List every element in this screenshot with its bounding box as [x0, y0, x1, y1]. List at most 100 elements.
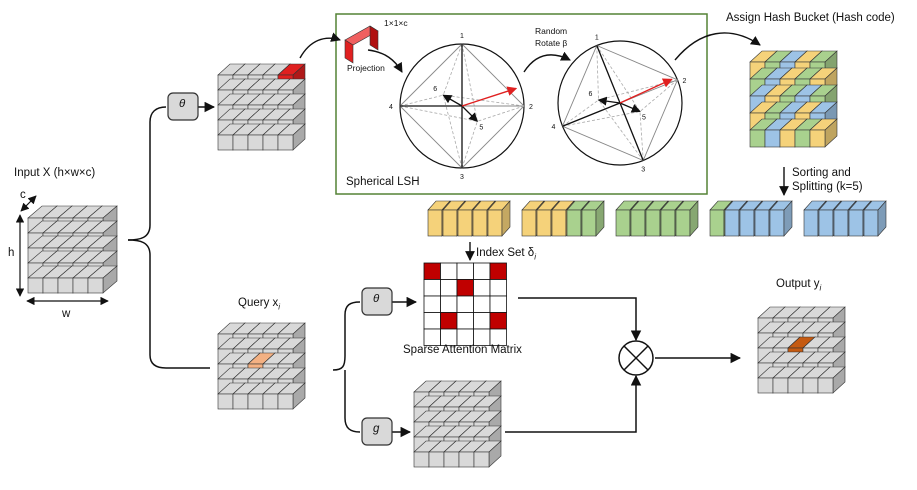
theta-cube-face — [262, 134, 279, 151]
theta-box-mid — [361, 287, 393, 316]
dim-c-label: c — [20, 189, 26, 201]
assign-label: Assign Hash Bucket (Hash code) — [726, 12, 895, 24]
sphere-before-axis — [442, 94, 463, 107]
theta-cube — [217, 63, 306, 151]
attention-cell — [489, 328, 507, 346]
sphere-after-dash-edge — [562, 111, 641, 127]
chunk-cell — [739, 209, 755, 237]
g-cube-face — [458, 451, 475, 468]
chunk-cell — [566, 209, 582, 237]
attention-cell — [473, 312, 491, 330]
sphere-after-edge — [596, 45, 678, 81]
chunk-cell — [724, 209, 740, 237]
chunk-cell-side — [689, 200, 699, 237]
sorted-chunk — [521, 200, 605, 237]
chunk-cell-side — [877, 200, 887, 237]
query-cube — [217, 322, 306, 410]
sparse-attention-matrix — [423, 262, 507, 346]
g-box — [361, 417, 393, 446]
dim-h-label: h — [8, 247, 15, 259]
chunk-cell — [709, 209, 725, 237]
arrow-to-projection — [299, 32, 341, 59]
output-cube-face — [817, 377, 834, 394]
sphere-after-axis — [597, 96, 621, 106]
projection-vector — [344, 25, 379, 64]
theta-cube-face — [232, 134, 249, 151]
arrow-to-buckets — [674, 32, 761, 61]
index-set-sub: i — [534, 252, 536, 262]
hash-bucket-cube-face — [749, 129, 766, 148]
theta-mid-label: θ — [373, 293, 380, 305]
g-cube-face — [443, 451, 460, 468]
input-brace-lower — [127, 239, 210, 369]
input-label: Input X (h×w×c) — [14, 167, 96, 179]
chunk-cell — [536, 209, 552, 237]
chunk-cell — [615, 209, 631, 237]
chunk-cell — [675, 209, 691, 237]
spherical-label: Spherical LSH — [346, 176, 420, 188]
attention-cell — [473, 262, 491, 280]
chunk-cell — [581, 209, 597, 237]
projection-vector-side — [369, 25, 379, 51]
sphere-before-dash-edge — [442, 95, 463, 169]
sphere-after-axis — [596, 45, 621, 104]
g-cube-face — [428, 451, 445, 468]
splitting-label: Splitting (k=5) — [792, 181, 863, 193]
chunk-cell-side — [783, 200, 793, 237]
sphere-before-edge — [399, 105, 463, 169]
g-cube — [413, 380, 502, 468]
sphere-after-dash-edge — [596, 45, 599, 100]
sphere-after-axis — [619, 102, 644, 161]
sphere-after-dash-edge — [598, 79, 678, 101]
attention-cell — [423, 312, 441, 330]
sorted-chunk — [803, 200, 887, 237]
chunk-cell — [863, 209, 879, 237]
input-cube-face — [57, 277, 74, 294]
attention-cell — [440, 279, 458, 297]
sorted-chunk — [709, 200, 793, 237]
attention-cell — [456, 295, 474, 313]
sphere-before-dash-edge — [442, 43, 463, 96]
chunk-cell — [803, 209, 819, 237]
theta-cube-face — [247, 134, 264, 151]
output-cube-face — [802, 377, 819, 394]
output-text: Output y — [776, 278, 820, 290]
attention-cell — [440, 262, 458, 280]
chunk-cell — [754, 209, 770, 237]
theta-top-label: θ — [179, 98, 186, 110]
sphere-after-edge — [562, 45, 598, 127]
output-label: Output yi — [776, 278, 821, 292]
sphere-after-vertex-label: 6 — [589, 91, 593, 98]
output-cube-face — [772, 377, 789, 394]
query-branch-g — [344, 370, 361, 433]
sorted-chunk — [427, 200, 511, 237]
input-cube-face — [27, 277, 44, 294]
sphere-after-vertex-label: 4 — [552, 124, 556, 131]
chunk-cell — [442, 209, 458, 237]
sparse-attention-label: Sparse Attention Matrix — [403, 344, 522, 356]
chunk-cell — [427, 209, 443, 237]
chunk-cell-side — [501, 200, 511, 237]
sphere-after-dash-edge — [596, 45, 641, 112]
rotate-label: Rotate β — [535, 38, 568, 48]
attention-cell — [440, 295, 458, 313]
query-text: Query x — [238, 297, 279, 309]
query-branch — [332, 301, 361, 371]
attention-cell — [423, 279, 441, 297]
sphere-after-edge — [562, 125, 644, 161]
sphere-after-dash-edge — [639, 79, 678, 112]
sphere-before-axis — [461, 105, 478, 122]
g-cube-face — [473, 451, 490, 468]
sorting-label: Sorting and — [792, 167, 851, 179]
chunk-cell-side — [595, 200, 605, 237]
attention-cell — [489, 262, 507, 280]
attention-cell — [456, 312, 474, 330]
output-cube-face — [787, 377, 804, 394]
query-cube-face — [277, 393, 294, 410]
arrow-rotate — [523, 51, 571, 73]
sphere-before-dash-edge — [399, 94, 444, 107]
sphere-after-vertex-label: 5 — [642, 114, 646, 121]
input-cube-face — [72, 277, 89, 294]
